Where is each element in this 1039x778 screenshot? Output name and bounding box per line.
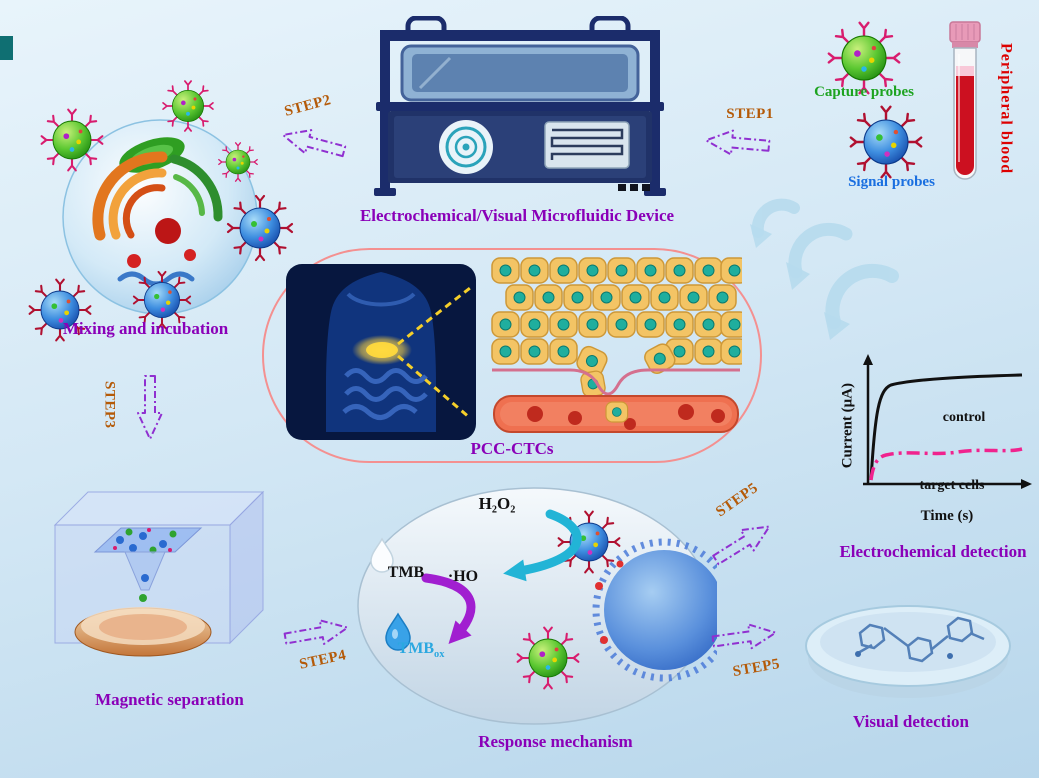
capture-probes-label: Capture probes [814,84,914,100]
microfluidic-device-illustration [330,16,705,206]
magnetic-separation-illustration [25,460,270,685]
magnet-disc [74,607,212,657]
petri-dish-illustration [800,588,1018,706]
step5-bottom-label: STEP5 [731,656,782,681]
signal-probes-label: Signal probes [848,174,935,190]
blood-tube [949,21,981,180]
visual-detection-label: Visual detection [852,712,969,731]
h2o2-label: H₂O₂ [478,494,516,513]
tmb-ox-label: TMBox [376,640,466,661]
target-cells-label: target cells [919,478,985,493]
device-frame [374,16,666,196]
tmbox-droplet-icon [385,612,411,651]
response-mechanism-illustration: H₂O₂ TMB ·HO TMBox [352,478,717,743]
tmb-to-tmbox-arrow [421,573,476,645]
chart-plot-area [863,354,1032,489]
incubation-cell [30,81,292,340]
tmb-droplet-icon [370,537,394,573]
signal-probe-illustration [848,104,924,180]
blood-vessel [493,395,739,433]
step3-label: STEP3 [101,381,118,429]
h2o2-to-ho-arrow [503,509,582,582]
epithelial-cells [491,257,742,399]
flow-swoosh-arrows-icon [742,198,902,348]
peripheral-blood-label: Peripheral blood [997,43,1015,175]
step1-label: STEP1 [726,106,774,122]
edge-object [0,36,13,60]
response-mechanism-label: Response mechanism [478,732,633,751]
electrochemical-detection-label: Electrochemical detection [839,542,1027,561]
mixing-incubation-label: Mixing and incubation [62,319,229,338]
magnetic-separation-label: Magnetic separation [95,690,244,709]
tmb-ox-subscript: ox [434,649,445,661]
electrochemical-chart: Current (μA) control target cells Time (… [828,352,1038,567]
target-cells-curve [869,447,1023,481]
chart-y-axis-label: Current (μA) [839,382,856,469]
tissue-illustration [490,256,742,440]
device-cabinet [388,111,652,191]
cell-incubation-illustration [10,42,300,342]
device-label: Electrochemical/Visual Microfluidic Devi… [359,206,675,225]
chart-x-axis-label: Time (s) [920,508,974,524]
target-cell-membrane [592,538,717,682]
step5-bottom-arrow-icon [708,617,781,656]
step1-arrow-icon [701,125,773,161]
molecule-pattern [857,616,985,663]
pcc-ctcs-label: PCC-CTCs [470,439,554,459]
tmb-ox-base: TMB [397,640,435,657]
blood-tube-illustration [938,20,994,192]
control-curve-label: control [942,410,986,425]
tmb-label: TMB [387,564,425,581]
step3-arrow-icon [135,373,165,443]
device-tablet [400,44,640,102]
control-curve [869,373,1023,481]
pcc-ctcs-panel: PCC-CTCs [262,248,762,463]
hydroxyl-radical-label: ·HO [447,568,479,585]
torso-scan-illustration [286,264,476,440]
